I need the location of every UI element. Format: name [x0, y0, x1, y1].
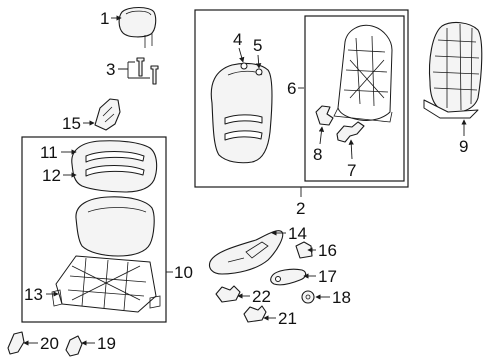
- callout-14: 14: [288, 224, 307, 243]
- callout-21: 21: [278, 309, 297, 328]
- headrest-guide: [136, 57, 159, 85]
- mounting-bracket: [315, 105, 334, 126]
- callout-20: 20: [40, 334, 59, 353]
- callout-17: 17: [318, 267, 337, 286]
- callout-16: 16: [318, 241, 337, 260]
- callout-18: 18: [332, 288, 351, 307]
- callout-13: 13: [24, 285, 43, 304]
- headrest: [118, 6, 157, 48]
- callout-12: 12: [42, 166, 61, 185]
- callout-10: 10: [174, 263, 193, 282]
- seat-cushion-pad: [75, 196, 155, 257]
- callout-4: 4: [233, 30, 242, 49]
- seat-cushion-cover: [71, 140, 158, 193]
- seatback-group-frame: [194, 9, 409, 188]
- callout-15: 15: [62, 114, 81, 133]
- leader-4: [238, 47, 245, 63]
- callout-8: 8: [313, 145, 322, 164]
- callout-2: 2: [296, 199, 305, 218]
- seatback-pad: [423, 21, 483, 119]
- leader-8: [318, 126, 325, 145]
- leader-3: [118, 61, 150, 79]
- recliner-bracket: [336, 121, 365, 143]
- callout-5: 5: [253, 36, 262, 55]
- bracket-cover-22: [215, 285, 241, 303]
- seatback-frame: [333, 24, 393, 123]
- side-cover: [94, 98, 121, 131]
- side-shield: [208, 230, 284, 275]
- seat-cushion-group-frame: [21, 136, 167, 323]
- bracket-cover-21: [243, 305, 267, 323]
- recliner-lever: [270, 268, 307, 286]
- seat-cushion-frame: [51, 255, 161, 313]
- callout-7: 7: [347, 161, 356, 180]
- callout-11: 11: [40, 143, 58, 162]
- callout-22: 22: [252, 287, 271, 306]
- trim-clip-19: [65, 335, 83, 357]
- seatback-cover: [210, 62, 273, 164]
- callout-3: 3: [106, 60, 115, 79]
- leader-5: [255, 54, 262, 69]
- callout-6: 6: [287, 79, 296, 98]
- callout-19: 19: [97, 334, 116, 353]
- leader-7: [348, 139, 354, 160]
- seatback-frame-subgroup-frame: [304, 15, 405, 182]
- cap-washer: [301, 290, 315, 304]
- callout-9: 9: [459, 137, 468, 156]
- trim-clip-20: [7, 331, 25, 355]
- callout-1: 1: [100, 9, 109, 28]
